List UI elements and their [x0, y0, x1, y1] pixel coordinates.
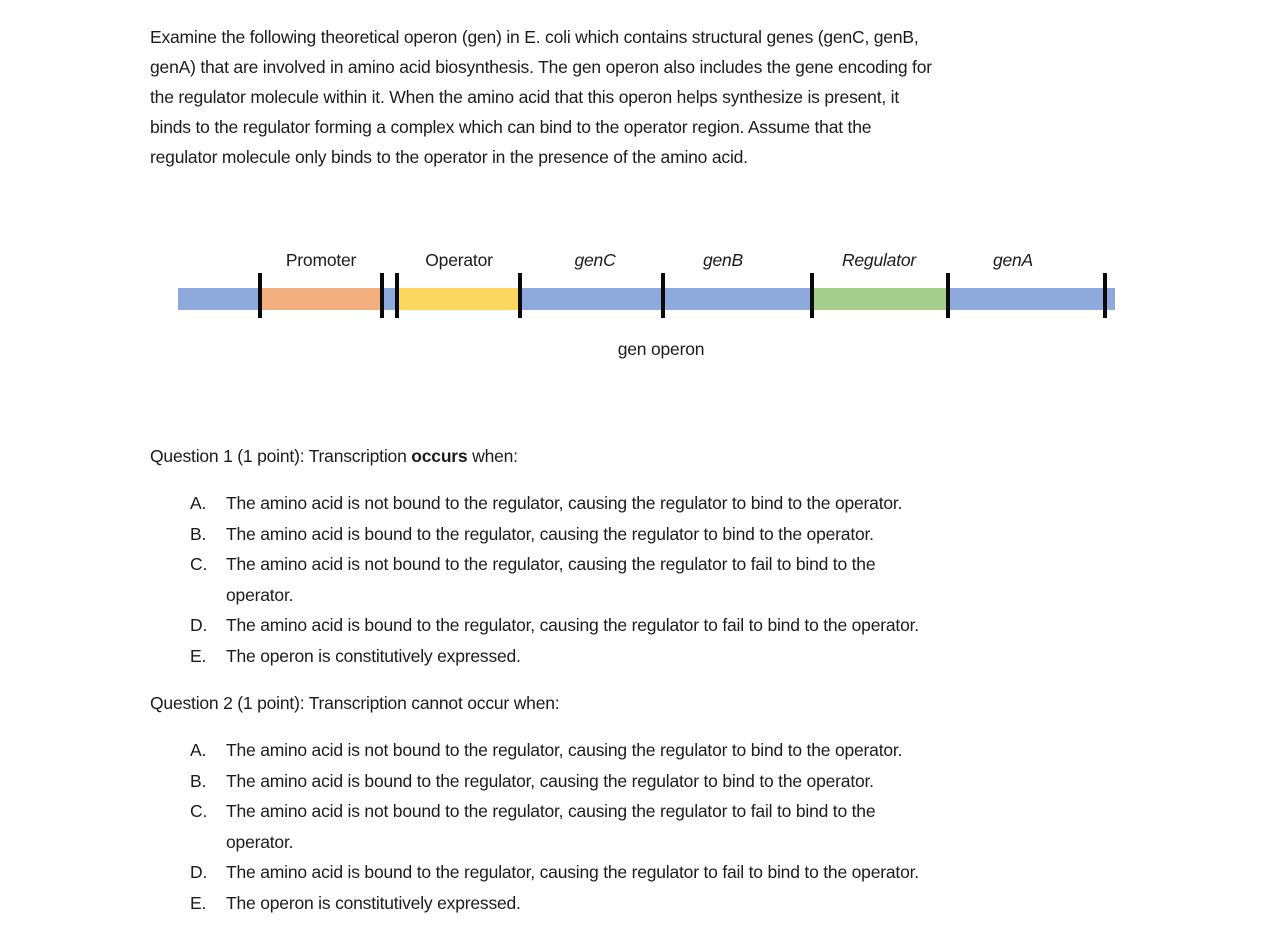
- boundary-tick-genA-end: [1103, 273, 1107, 318]
- question-1-prefix: Question 1 (1 point): Transcription: [150, 446, 412, 466]
- regulator-segment: [812, 288, 948, 310]
- option-letter: C.: [190, 801, 208, 821]
- option-letter: E.: [190, 645, 207, 666]
- operon-diagram: Promoter Operator genC genB Regulator ge…: [150, 245, 1160, 370]
- option-letter: A.: [190, 740, 207, 760]
- boundary-tick-regulator-genA: [946, 273, 950, 318]
- option-text: The operon is constitutively expressed.: [226, 645, 521, 666]
- genB-label: genB: [702, 250, 744, 270]
- option-text: The amino acid is bound to the regulator…: [226, 770, 874, 791]
- question-1-option-e: E. The operon is constitutively expresse…: [190, 641, 919, 672]
- boundary-tick-promoter-end: [380, 273, 384, 318]
- boundary-tick-operator-end: [518, 273, 522, 318]
- question-1-option-c: C. The amino acid is not bound to the re…: [190, 549, 919, 610]
- option-text: The amino acid is not bound to the regul…: [226, 801, 876, 852]
- operator-label: Operator: [425, 250, 493, 270]
- question-1-options: A. The amino acid is not bound to the re…: [190, 488, 919, 671]
- boundary-tick-operator-start: [395, 273, 399, 318]
- question-1-suffix: when:: [467, 446, 518, 466]
- option-text: The operon is constitutively expressed.: [226, 892, 521, 913]
- question-2-option-a: A. The amino acid is not bound to the re…: [190, 735, 919, 766]
- option-letter: E.: [190, 892, 207, 913]
- diagram-caption: gen operon: [617, 339, 705, 359]
- option-text: The amino acid is bound to the regulator…: [226, 523, 874, 544]
- option-text: The amino acid is bound to the regulator…: [226, 862, 919, 882]
- option-letter: D.: [190, 615, 208, 635]
- promoter-label: Promoter: [285, 250, 357, 270]
- intro-paragraph: Examine the following theoretical operon…: [150, 27, 932, 167]
- option-letter: B.: [190, 523, 207, 544]
- option-letter: B.: [190, 770, 207, 791]
- regulator-label: Regulator: [841, 250, 917, 270]
- genC-label: genC: [574, 250, 616, 270]
- option-text: The amino acid is not bound to the regul…: [226, 493, 903, 513]
- genA-label: genA: [992, 250, 1034, 270]
- question-1-bold-word: occurs: [411, 446, 468, 466]
- question-1-option-d: D. The amino acid is bound to the regula…: [190, 610, 919, 641]
- question-2-option-e: E. The operon is constitutively expresse…: [190, 888, 919, 919]
- question-1-option-b: B. The amino acid is bound to the regula…: [190, 519, 919, 550]
- question-2-option-b: B. The amino acid is bound to the regula…: [190, 766, 919, 797]
- question-1-heading: Question 1 (1 point): Transcription occu…: [150, 441, 1160, 471]
- question-2-option-d: D. The amino acid is bound to the regula…: [190, 857, 919, 888]
- boundary-tick-promoter-start: [258, 273, 262, 318]
- option-text: The amino acid is bound to the regulator…: [226, 615, 919, 635]
- question-1-option-a: A. The amino acid is not bound to the re…: [190, 488, 919, 519]
- question-2-options: A. The amino acid is not bound to the re…: [190, 735, 919, 918]
- promoter-segment: [260, 288, 382, 310]
- question-1: Question 1 (1 point): Transcription occu…: [150, 441, 1160, 681]
- boundary-tick-genC-genB: [661, 273, 665, 318]
- option-letter: A.: [190, 493, 207, 513]
- boundary-tick-genB-regulator: [810, 273, 814, 318]
- question-2-option-c: C. The amino acid is not bound to the re…: [190, 796, 919, 857]
- option-text: The amino acid is not bound to the regul…: [226, 740, 903, 760]
- operator-segment: [397, 288, 520, 310]
- option-letter: C.: [190, 554, 208, 574]
- question-2-heading: Question 2 (1 point): Transcription cann…: [150, 693, 560, 713]
- option-letter: D.: [190, 862, 208, 882]
- question-2: Question 2 (1 point): Transcription cann…: [150, 688, 1160, 928]
- option-text: The amino acid is not bound to the regul…: [226, 554, 876, 605]
